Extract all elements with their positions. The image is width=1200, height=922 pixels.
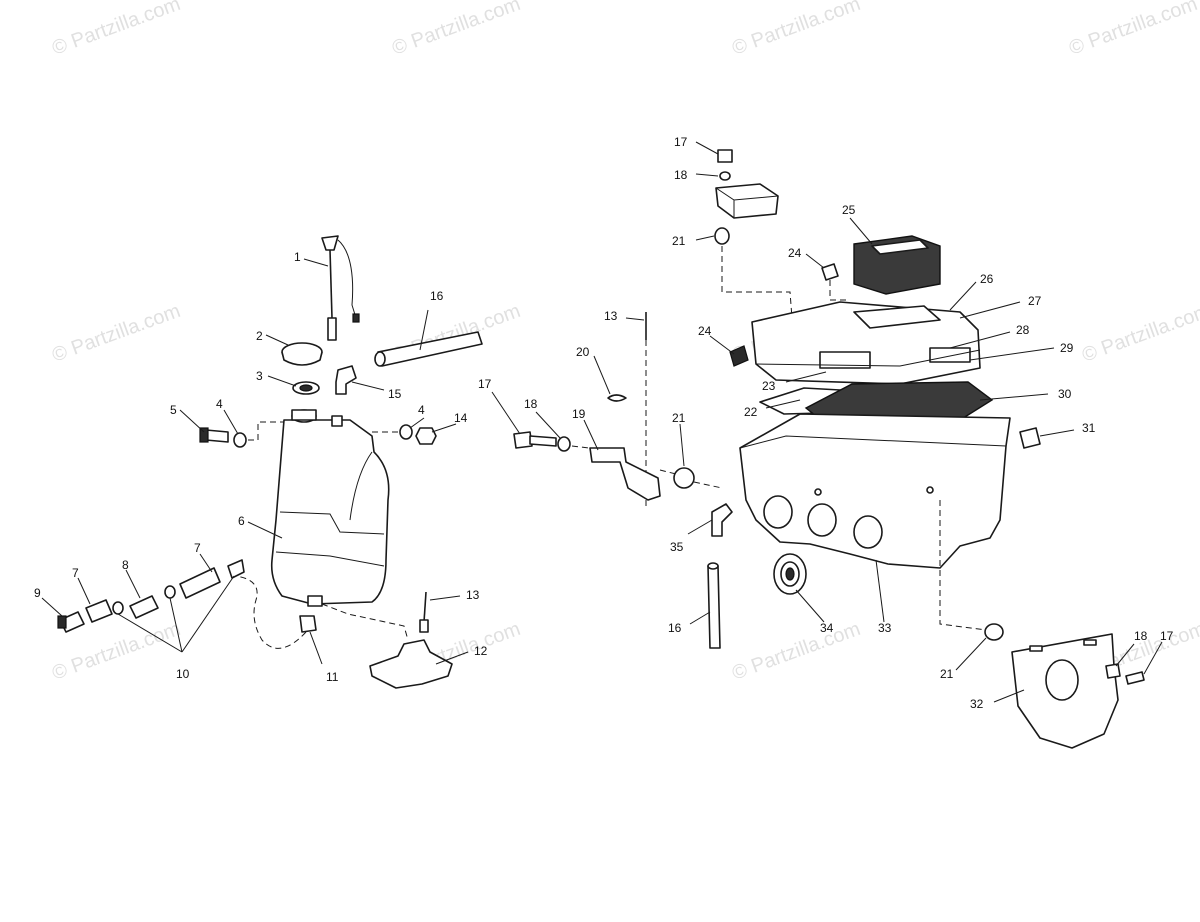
callout-24b: 24 bbox=[698, 324, 712, 338]
callout-21b: 21 bbox=[672, 234, 686, 248]
callout-7a: 7 bbox=[72, 566, 79, 580]
callout-31: 31 bbox=[1082, 421, 1096, 435]
watermark: © Partzilla.com bbox=[49, 300, 183, 367]
center-bracket bbox=[589, 447, 661, 501]
callout-24a: 24 bbox=[788, 246, 802, 260]
callout-12: 12 bbox=[474, 644, 488, 658]
callout-18c: 18 bbox=[1134, 629, 1148, 643]
grommet-lower bbox=[939, 500, 1004, 641]
intake-boot bbox=[773, 553, 807, 595]
callout-2: 2 bbox=[256, 329, 263, 343]
callout-8: 8 bbox=[122, 558, 129, 572]
callout-29: 29 bbox=[1060, 341, 1074, 355]
callout-4b: 4 bbox=[418, 403, 425, 417]
foam-block bbox=[853, 235, 941, 295]
callout-22: 22 bbox=[744, 405, 758, 419]
callout-17b: 17 bbox=[674, 135, 688, 149]
callout-33: 33 bbox=[878, 621, 892, 635]
callout-32: 32 bbox=[970, 697, 984, 711]
watermark: © Partzilla.com bbox=[1079, 300, 1200, 367]
callout-26: 26 bbox=[980, 272, 994, 286]
callout-23: 23 bbox=[762, 379, 776, 393]
callout-10: 10 bbox=[176, 667, 190, 681]
callout-14: 14 bbox=[454, 411, 468, 425]
callout-16a: 16 bbox=[430, 289, 444, 303]
watermarks: © Partzilla.com © Partzilla.com © Partzi… bbox=[49, 0, 1200, 685]
callout-25: 25 bbox=[842, 203, 856, 217]
callout-1: 1 bbox=[294, 250, 301, 264]
drain-nipple bbox=[711, 503, 733, 537]
callout-20: 20 bbox=[576, 345, 590, 359]
airbox-base bbox=[739, 413, 1011, 569]
callout-16b: 16 bbox=[668, 621, 682, 635]
airbox-bolt-top bbox=[717, 149, 733, 181]
tank-bolt-left bbox=[199, 421, 284, 448]
callout-7b: 7 bbox=[194, 541, 201, 555]
callout-6: 6 bbox=[238, 514, 245, 528]
callout-30: 30 bbox=[1058, 387, 1072, 401]
callout-numbers: 1 2 3 4 4 5 6 7 7 8 9 10 11 12 13 13 14 … bbox=[34, 135, 1174, 711]
elbow-fitting bbox=[335, 365, 357, 395]
airbox-top-bracket bbox=[715, 183, 779, 219]
watermark: © Partzilla.com bbox=[1066, 0, 1200, 60]
callout-28: 28 bbox=[1016, 323, 1030, 337]
oil-tank bbox=[270, 409, 390, 607]
side-grommet bbox=[1019, 427, 1041, 449]
callout-3: 3 bbox=[256, 369, 263, 383]
callout-18a: 18 bbox=[524, 397, 538, 411]
cap-seal bbox=[292, 381, 320, 395]
filler-cap bbox=[281, 342, 323, 366]
callout-21a: 21 bbox=[672, 411, 686, 425]
callout-18b: 18 bbox=[674, 168, 688, 182]
dipstick-sender bbox=[321, 235, 360, 341]
grommet-top bbox=[714, 227, 793, 319]
watermark: © Partzilla.com bbox=[49, 0, 183, 60]
callout-27: 27 bbox=[1028, 294, 1042, 308]
watermark: © Partzilla.com bbox=[729, 618, 863, 685]
callout-21c: 21 bbox=[940, 667, 954, 681]
callout-13a: 13 bbox=[604, 309, 618, 323]
tank-nut-right bbox=[372, 424, 437, 445]
airbox-lid bbox=[751, 301, 981, 385]
drain-hose-lower bbox=[707, 562, 721, 649]
plate-bolt bbox=[1105, 663, 1145, 685]
callout-17a: 17 bbox=[478, 377, 492, 391]
watermark: © Partzilla.com bbox=[389, 0, 523, 60]
drain-fitting bbox=[235, 575, 317, 649]
vent-hose-upper bbox=[374, 331, 483, 367]
callout-4a: 4 bbox=[216, 397, 223, 411]
bracket-bolt bbox=[513, 431, 607, 452]
callout-35: 35 bbox=[670, 540, 684, 554]
hose-clip bbox=[607, 394, 627, 402]
oil-line-assembly bbox=[57, 559, 245, 653]
mount-bracket bbox=[321, 603, 453, 689]
watermark: © Partzilla.com bbox=[729, 0, 863, 60]
clip-lower bbox=[729, 345, 749, 367]
grommet-center bbox=[659, 467, 723, 489]
callout-15: 15 bbox=[388, 387, 402, 401]
mounting-plate bbox=[1011, 633, 1119, 749]
callout-11: 11 bbox=[326, 670, 339, 684]
callout-17c: 17 bbox=[1160, 629, 1174, 643]
callout-34: 34 bbox=[820, 621, 834, 635]
mount-stud-lower bbox=[419, 591, 429, 633]
callout-19: 19 bbox=[572, 407, 586, 421]
callout-9: 9 bbox=[34, 586, 41, 600]
leader-lines bbox=[41, 141, 1163, 703]
callout-5: 5 bbox=[170, 403, 177, 417]
callout-13b: 13 bbox=[466, 588, 480, 602]
clip-upper bbox=[821, 263, 848, 301]
